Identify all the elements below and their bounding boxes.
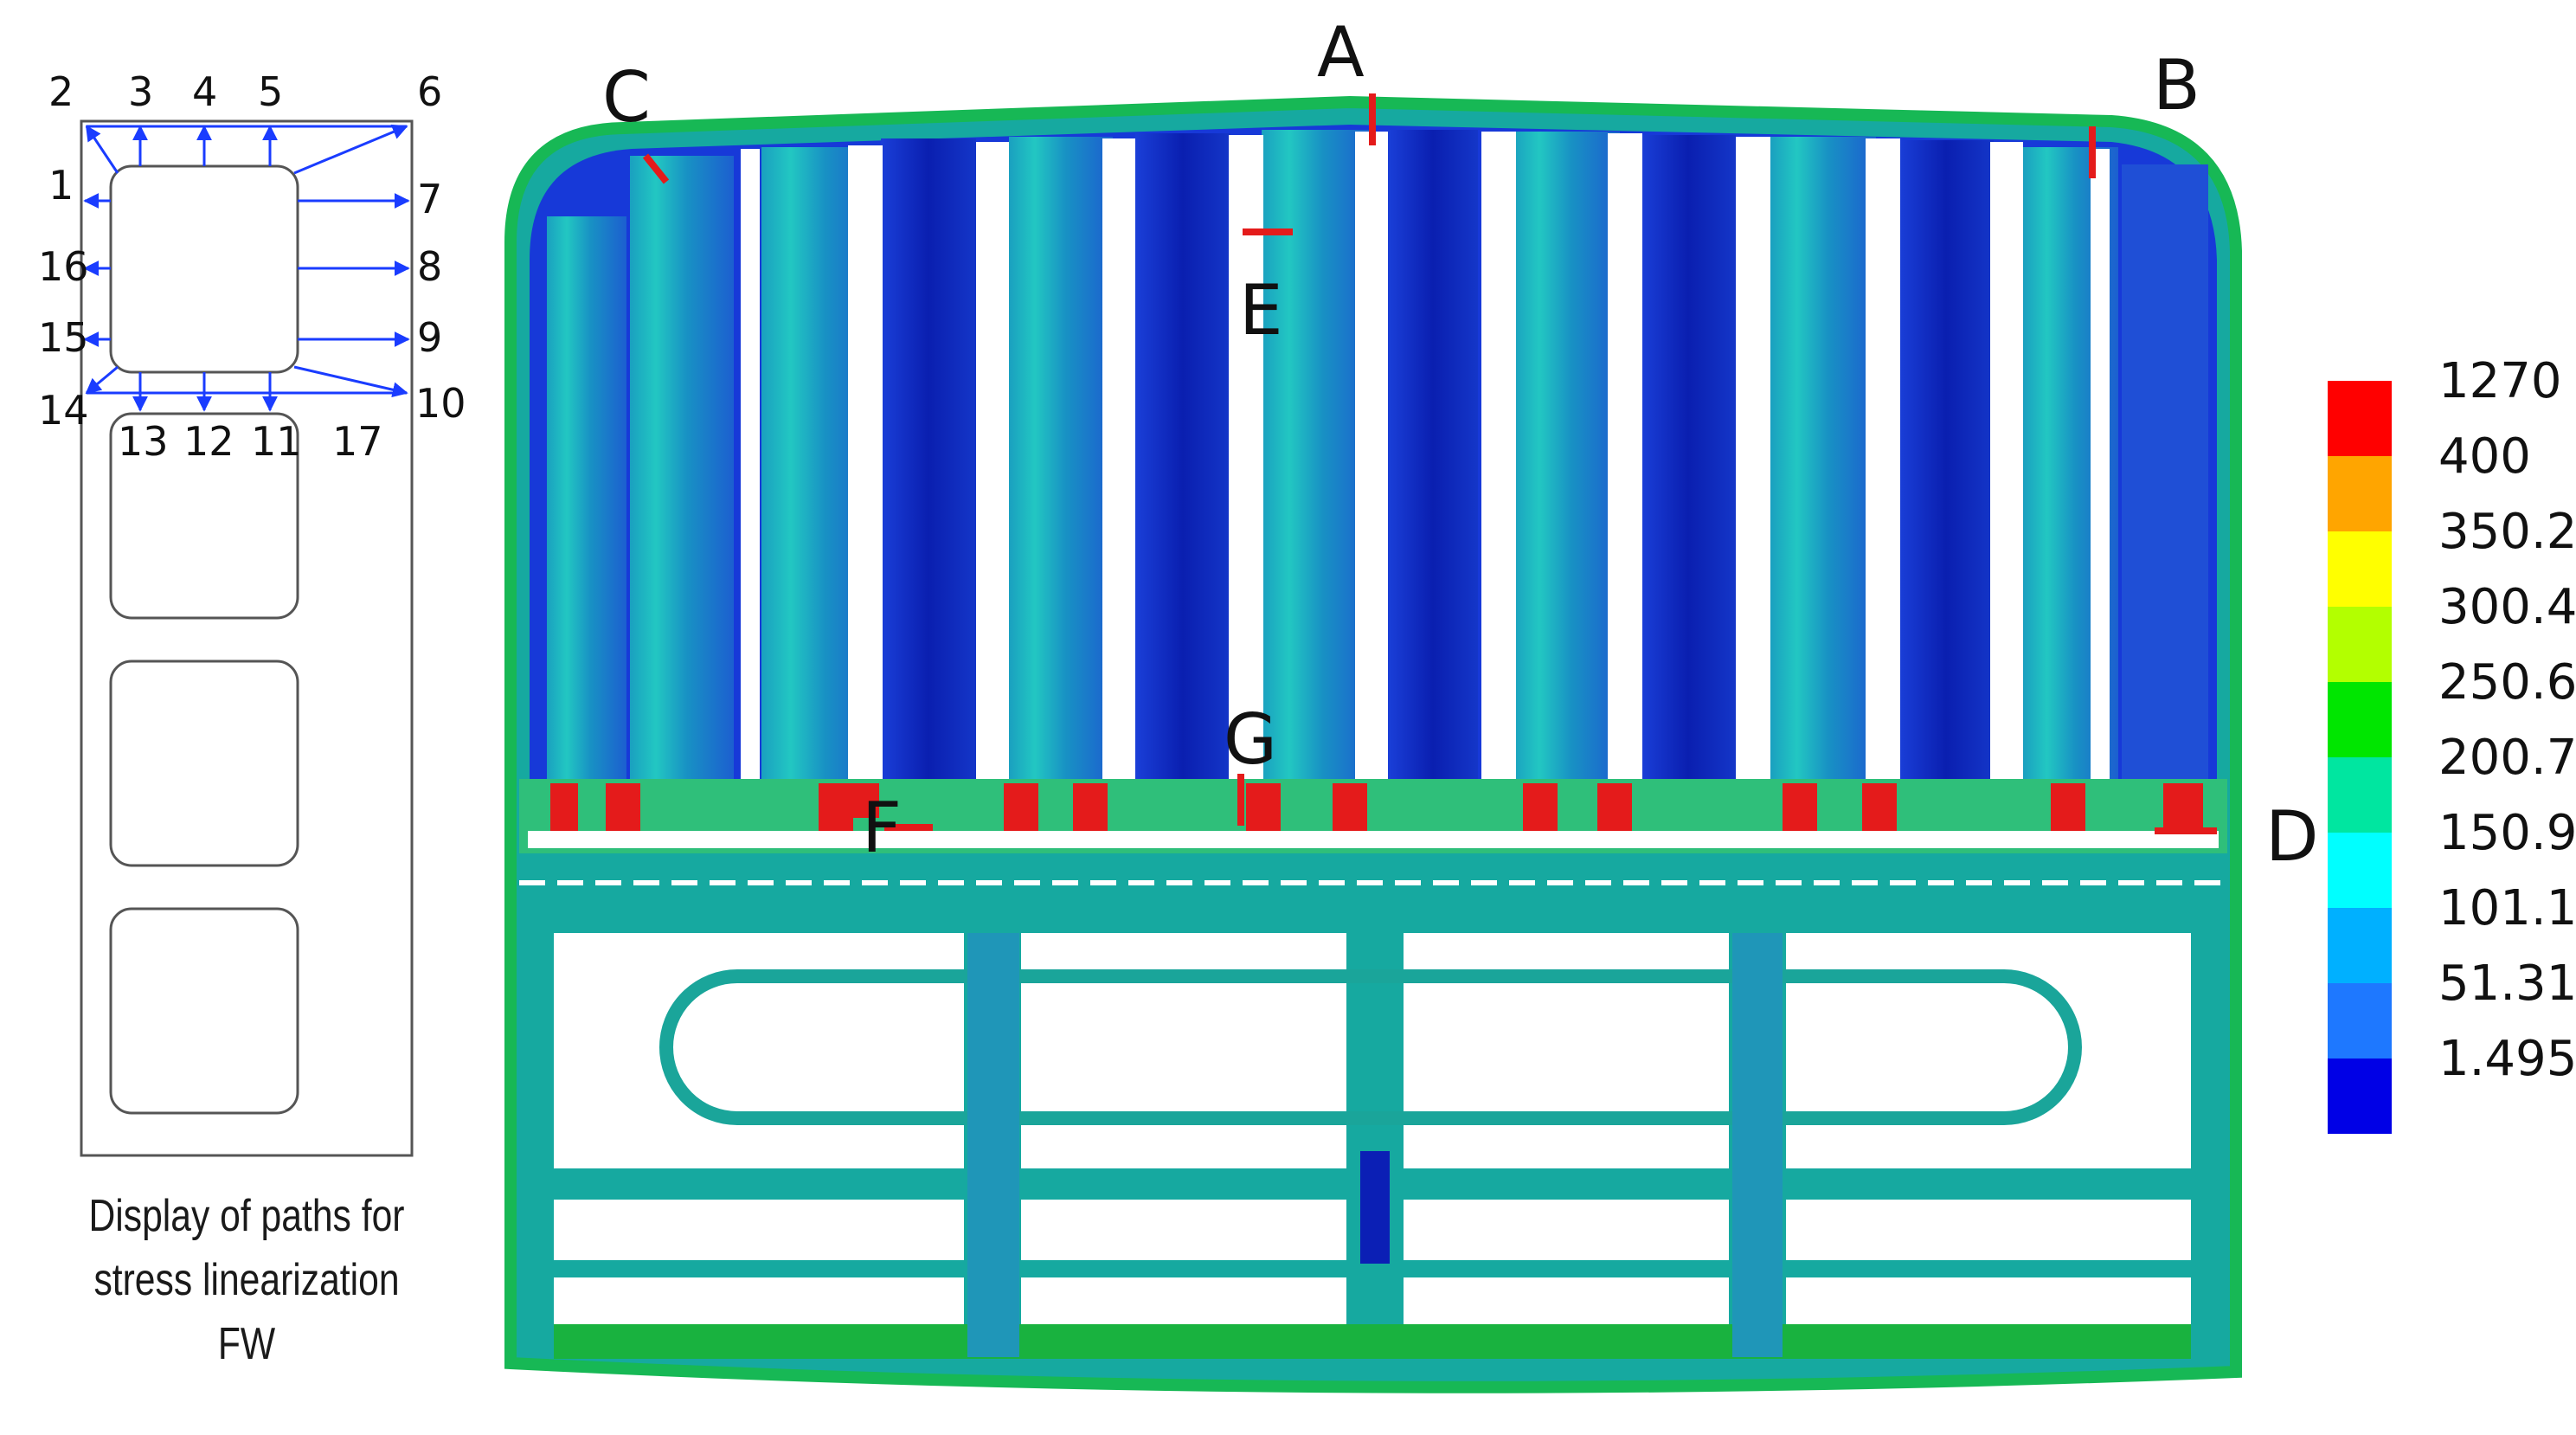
- path-numbers: 1 2 3 4 5 6 7 8 9 10 11 12 13 14 15 16 1…: [38, 68, 466, 465]
- path-label: 13: [118, 418, 169, 465]
- marker-f: F: [862, 788, 902, 868]
- legend-swatch: [2328, 757, 2392, 833]
- path-display-panel: 1 2 3 4 5 6 7 8 9 10 11 12 13 14 15 16 1…: [38, 68, 466, 1157]
- path-label: 14: [38, 387, 89, 434]
- path-label: 1: [48, 162, 74, 209]
- marker-e: E: [1239, 270, 1283, 351]
- path-label: 10: [415, 380, 466, 427]
- bottom-rail: [554, 1324, 2191, 1359]
- marker-d: D: [2265, 796, 2319, 877]
- caption-line-3: FW: [217, 1319, 276, 1369]
- center-post: [1360, 1151, 1390, 1264]
- marker-c: C: [602, 57, 651, 138]
- path-arrows: [83, 124, 410, 412]
- contour-plot: A B C D E F G: [504, 12, 2319, 1393]
- path-label: 9: [417, 314, 442, 361]
- path-label: 15: [38, 314, 89, 361]
- band-gap: [528, 831, 2219, 848]
- legend-value-label: 150.9: [2438, 805, 2576, 861]
- caption-line-2: stress linearization: [93, 1255, 400, 1305]
- legend-value-label: 1270: [2438, 353, 2562, 409]
- path-label: 4: [192, 68, 217, 115]
- marker-a: A: [1317, 12, 1365, 93]
- right-post: [1732, 933, 1783, 1357]
- legend-swatch: [2328, 531, 2392, 607]
- port-2: [109, 412, 299, 620]
- marker-b: B: [2153, 45, 2200, 125]
- legend-value-label: 1.495: [2438, 1031, 2576, 1087]
- legend-value-label: 51.31: [2438, 956, 2576, 1012]
- legend-swatch: [2328, 456, 2392, 531]
- path-label: 16: [38, 243, 89, 290]
- legend-swatch: [2328, 381, 2392, 456]
- legend-swatch: [2328, 607, 2392, 682]
- legend-swatch: [2328, 908, 2392, 983]
- legend-swatch: [2328, 1059, 2392, 1134]
- legend-value-label: 250.6: [2438, 654, 2576, 711]
- legend-value-label: 300.4: [2438, 579, 2576, 635]
- path-label: 7: [417, 176, 442, 222]
- path-label: 5: [258, 68, 283, 115]
- legend-swatch: [2328, 833, 2392, 908]
- rib-gaps: [741, 132, 2110, 781]
- legend-swatch: [2328, 682, 2392, 757]
- port-top: [109, 164, 299, 374]
- path-label: 8: [417, 243, 442, 290]
- legend-swatch: [2328, 983, 2392, 1059]
- caption-line-1: Display of paths for: [88, 1191, 405, 1241]
- marker-g: G: [1224, 699, 1277, 780]
- legend-color-bar: [2328, 381, 2392, 1134]
- path-label: 2: [48, 68, 74, 115]
- port-3: [109, 660, 299, 867]
- section-letters: A B C D E F G: [602, 12, 2319, 877]
- path-label: 11: [251, 418, 302, 465]
- port-4: [109, 907, 299, 1115]
- legend-value-label: 200.7: [2438, 730, 2576, 786]
- legend-value-label: 101.1: [2438, 880, 2576, 936]
- path-label: 3: [128, 68, 153, 115]
- section-ticks: [642, 93, 2217, 834]
- oval-tube: [659, 969, 2082, 1125]
- legend-value-label: 400: [2438, 428, 2531, 485]
- path-label: 17: [332, 418, 383, 465]
- left-post: [967, 933, 1019, 1357]
- panel-outline: [80, 119, 414, 1157]
- path-label: 12: [183, 418, 234, 465]
- path-label: 6: [417, 68, 442, 115]
- legend-value-label: 350.2: [2438, 504, 2576, 560]
- hot-spots: [550, 783, 2203, 835]
